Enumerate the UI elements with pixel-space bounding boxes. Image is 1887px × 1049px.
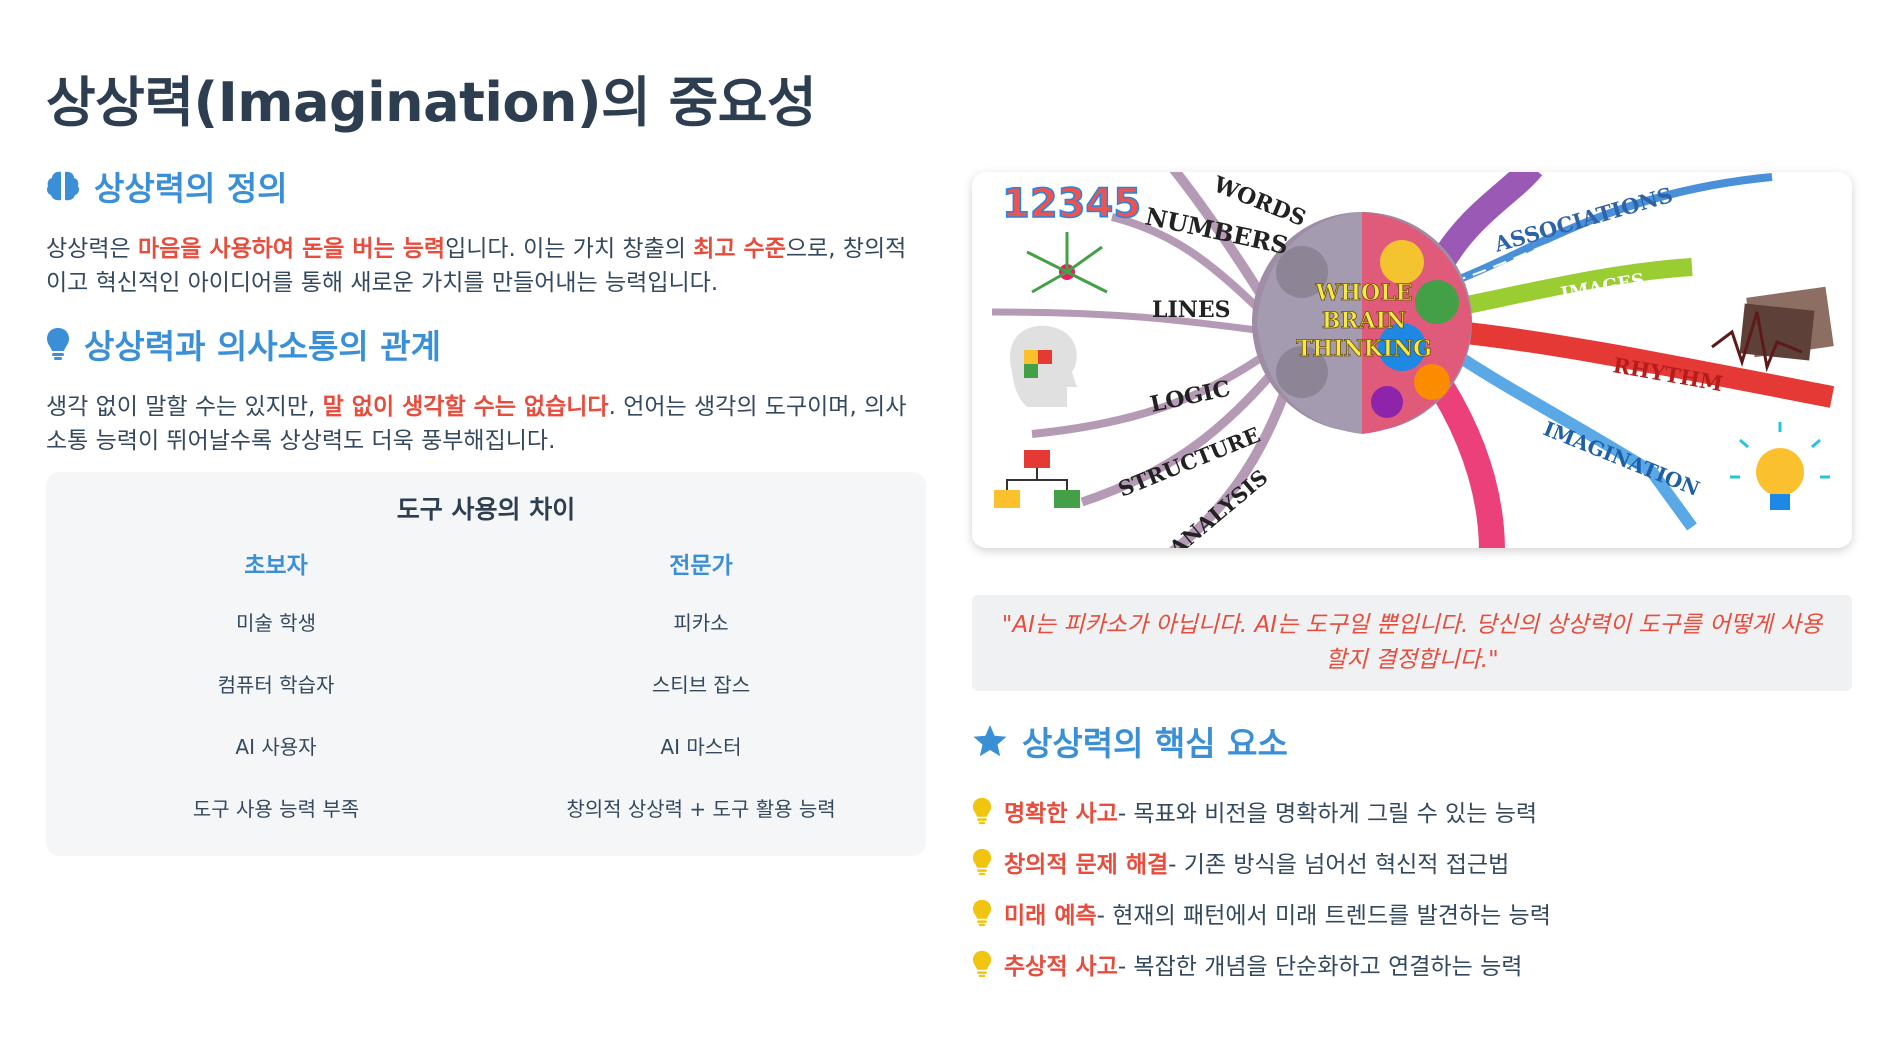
expert-item: AI 마스터 <box>660 735 742 759</box>
relation-heading-text: 상상력과 의사소통의 관계 <box>84 327 441 366</box>
core-heading-text: 상상력의 핵심 요소 <box>1022 724 1288 763</box>
beginner-item: AI 사용자 <box>235 735 317 759</box>
definition-text: 상상력은 마음을 사용하여 돈을 버는 능력입니다. 이는 가치 창출의 최고 … <box>46 236 907 296</box>
page-title: 상상력(Imagination)의 중요성 <box>46 71 817 134</box>
element-desc: - 현재의 패턴에서 미래 트렌드를 발견하는 능력 <box>1096 902 1551 929</box>
org-chart-icon <box>994 450 1080 508</box>
expert-label: 전문가 <box>669 553 733 579</box>
brain-center-line-2: BRAIN <box>1322 308 1406 334</box>
list-item: 명확한 사고 - 목표와 비전을 명확하게 그릴 수 있는 능력 <box>972 785 1852 836</box>
lightbulb-icon <box>972 797 992 824</box>
expert-item: 스티브 잡스 <box>651 673 751 697</box>
list-item: 추상적 사고 - 복잡한 개념을 단순화하고 연결하는 능력 <box>972 938 1852 989</box>
definition-highlight-1: 마음을 사용하여 돈을 버는 능력 <box>137 236 446 262</box>
beginner-item: 도구 사용 능력 부족 <box>192 797 360 821</box>
mindmap-label-lines: LINES <box>1152 297 1231 323</box>
brain-center-line-1: WHOLE <box>1315 280 1413 306</box>
beginner-item: 컴퓨터 학습자 <box>217 673 335 697</box>
brain-center-line-3: THINKING <box>1296 336 1432 362</box>
relation-text: 생각 없이 말할 수는 있지만, 말 없이 생각할 수는 없습니다. 언어는 생… <box>46 394 907 454</box>
beginner-item: 미술 학생 <box>236 611 316 635</box>
relation-highlight: 말 없이 생각할 수는 없습니다 <box>322 394 609 420</box>
beginner-label: 초보자 <box>244 553 308 579</box>
mindmap-graphic: WHOLE BRAIN THINKING WORDS NUMBERS LINES… <box>991 172 1835 548</box>
beginner-column: 초보자 미술 학생 컴퓨터 학습자 AI 사용자 도구 사용 능력 부족 <box>66 546 486 840</box>
element-desc: - 기존 방식을 넘어선 혁신적 접근법 <box>1168 851 1510 878</box>
mindmap-label-logic: LOGIC <box>1148 376 1233 418</box>
brain-icon <box>47 171 79 201</box>
lightbulb-icon <box>972 899 992 926</box>
expert-column: 전문가 피카소 스티브 잡스 AI 마스터 창의적 상상력 + 도구 활용 능력 <box>491 546 911 840</box>
element-name: 추상적 사고 <box>1004 953 1118 980</box>
colorful-numbers-art: 12345 <box>1002 181 1141 227</box>
head-puzzle-icon <box>1010 325 1077 407</box>
mindmap-label-imagination: IMAGINATION <box>1540 416 1703 500</box>
expert-item: 창의적 상상력 + 도구 활용 능력 <box>566 797 836 821</box>
definition-highlight-2: 최고 수준 <box>693 236 786 262</box>
rhythm-wave-icon <box>1711 311 1803 373</box>
element-name: 미래 예측 <box>1004 902 1097 929</box>
definition-heading: 상상력의 정의 <box>46 162 926 210</box>
star-icon <box>973 725 1007 757</box>
list-item: 미래 예측 - 현재의 패턴에서 미래 트렌드를 발견하는 능력 <box>972 887 1852 938</box>
element-name: 창의적 문제 해결 <box>1004 851 1169 878</box>
core-heading: 상상력의 핵심 요소 <box>972 717 1852 765</box>
whole-brain-mindmap-image: WHOLE BRAIN THINKING WORDS NUMBERS LINES… <box>972 172 1852 548</box>
definition-section: 상상력의 정의 상상력은 마음을 사용하여 돈을 버는 능력입니다. 이는 가치… <box>46 162 926 300</box>
definition-heading-text: 상상력의 정의 <box>94 169 288 208</box>
quote-box: "AI는 피카소가 아닙니다. AI는 도구일 뿐입니다. 당신의 상상력이 도… <box>972 595 1852 691</box>
lightbulb-icon <box>972 848 992 875</box>
comparison-title: 도구 사용의 차이 <box>396 495 576 524</box>
lightbulb-icon <box>47 328 69 360</box>
lightbulb-icon <box>972 950 992 977</box>
element-desc: - 목표와 비전을 명확하게 그릴 수 있는 능력 <box>1117 800 1538 827</box>
tool-comparison-box: 도구 사용의 차이 초보자 미술 학생 컴퓨터 학습자 AI 사용자 도구 사용… <box>46 472 926 856</box>
expert-item: 피카소 <box>673 611 729 635</box>
core-elements-section: 상상력의 핵심 요소 명확한 사고 - 목표와 비전을 명확하게 그릴 수 있는… <box>972 717 1852 989</box>
core-elements-list: 명확한 사고 - 목표와 비전을 명확하게 그릴 수 있는 능력 창의적 문제 … <box>972 785 1852 989</box>
list-item: 창의적 문제 해결 - 기존 방식을 넘어선 혁신적 접근법 <box>972 836 1852 887</box>
quote-text: "AI는 피카소가 아닙니다. AI는 도구일 뿐입니다. 당신의 상상력이 도… <box>1001 612 1823 673</box>
neuron-icon <box>1026 232 1108 294</box>
relation-heading: 상상력과 의사소통의 관계 <box>46 320 926 368</box>
relation-section: 상상력과 의사소통의 관계 생각 없이 말할 수는 있지만, 말 없이 생각할 … <box>46 320 926 458</box>
idea-bulb-icon <box>1730 422 1830 510</box>
element-name: 명확한 사고 <box>1004 800 1118 827</box>
element-desc: - 복잡한 개념을 단순화하고 연결하는 능력 <box>1117 953 1523 980</box>
